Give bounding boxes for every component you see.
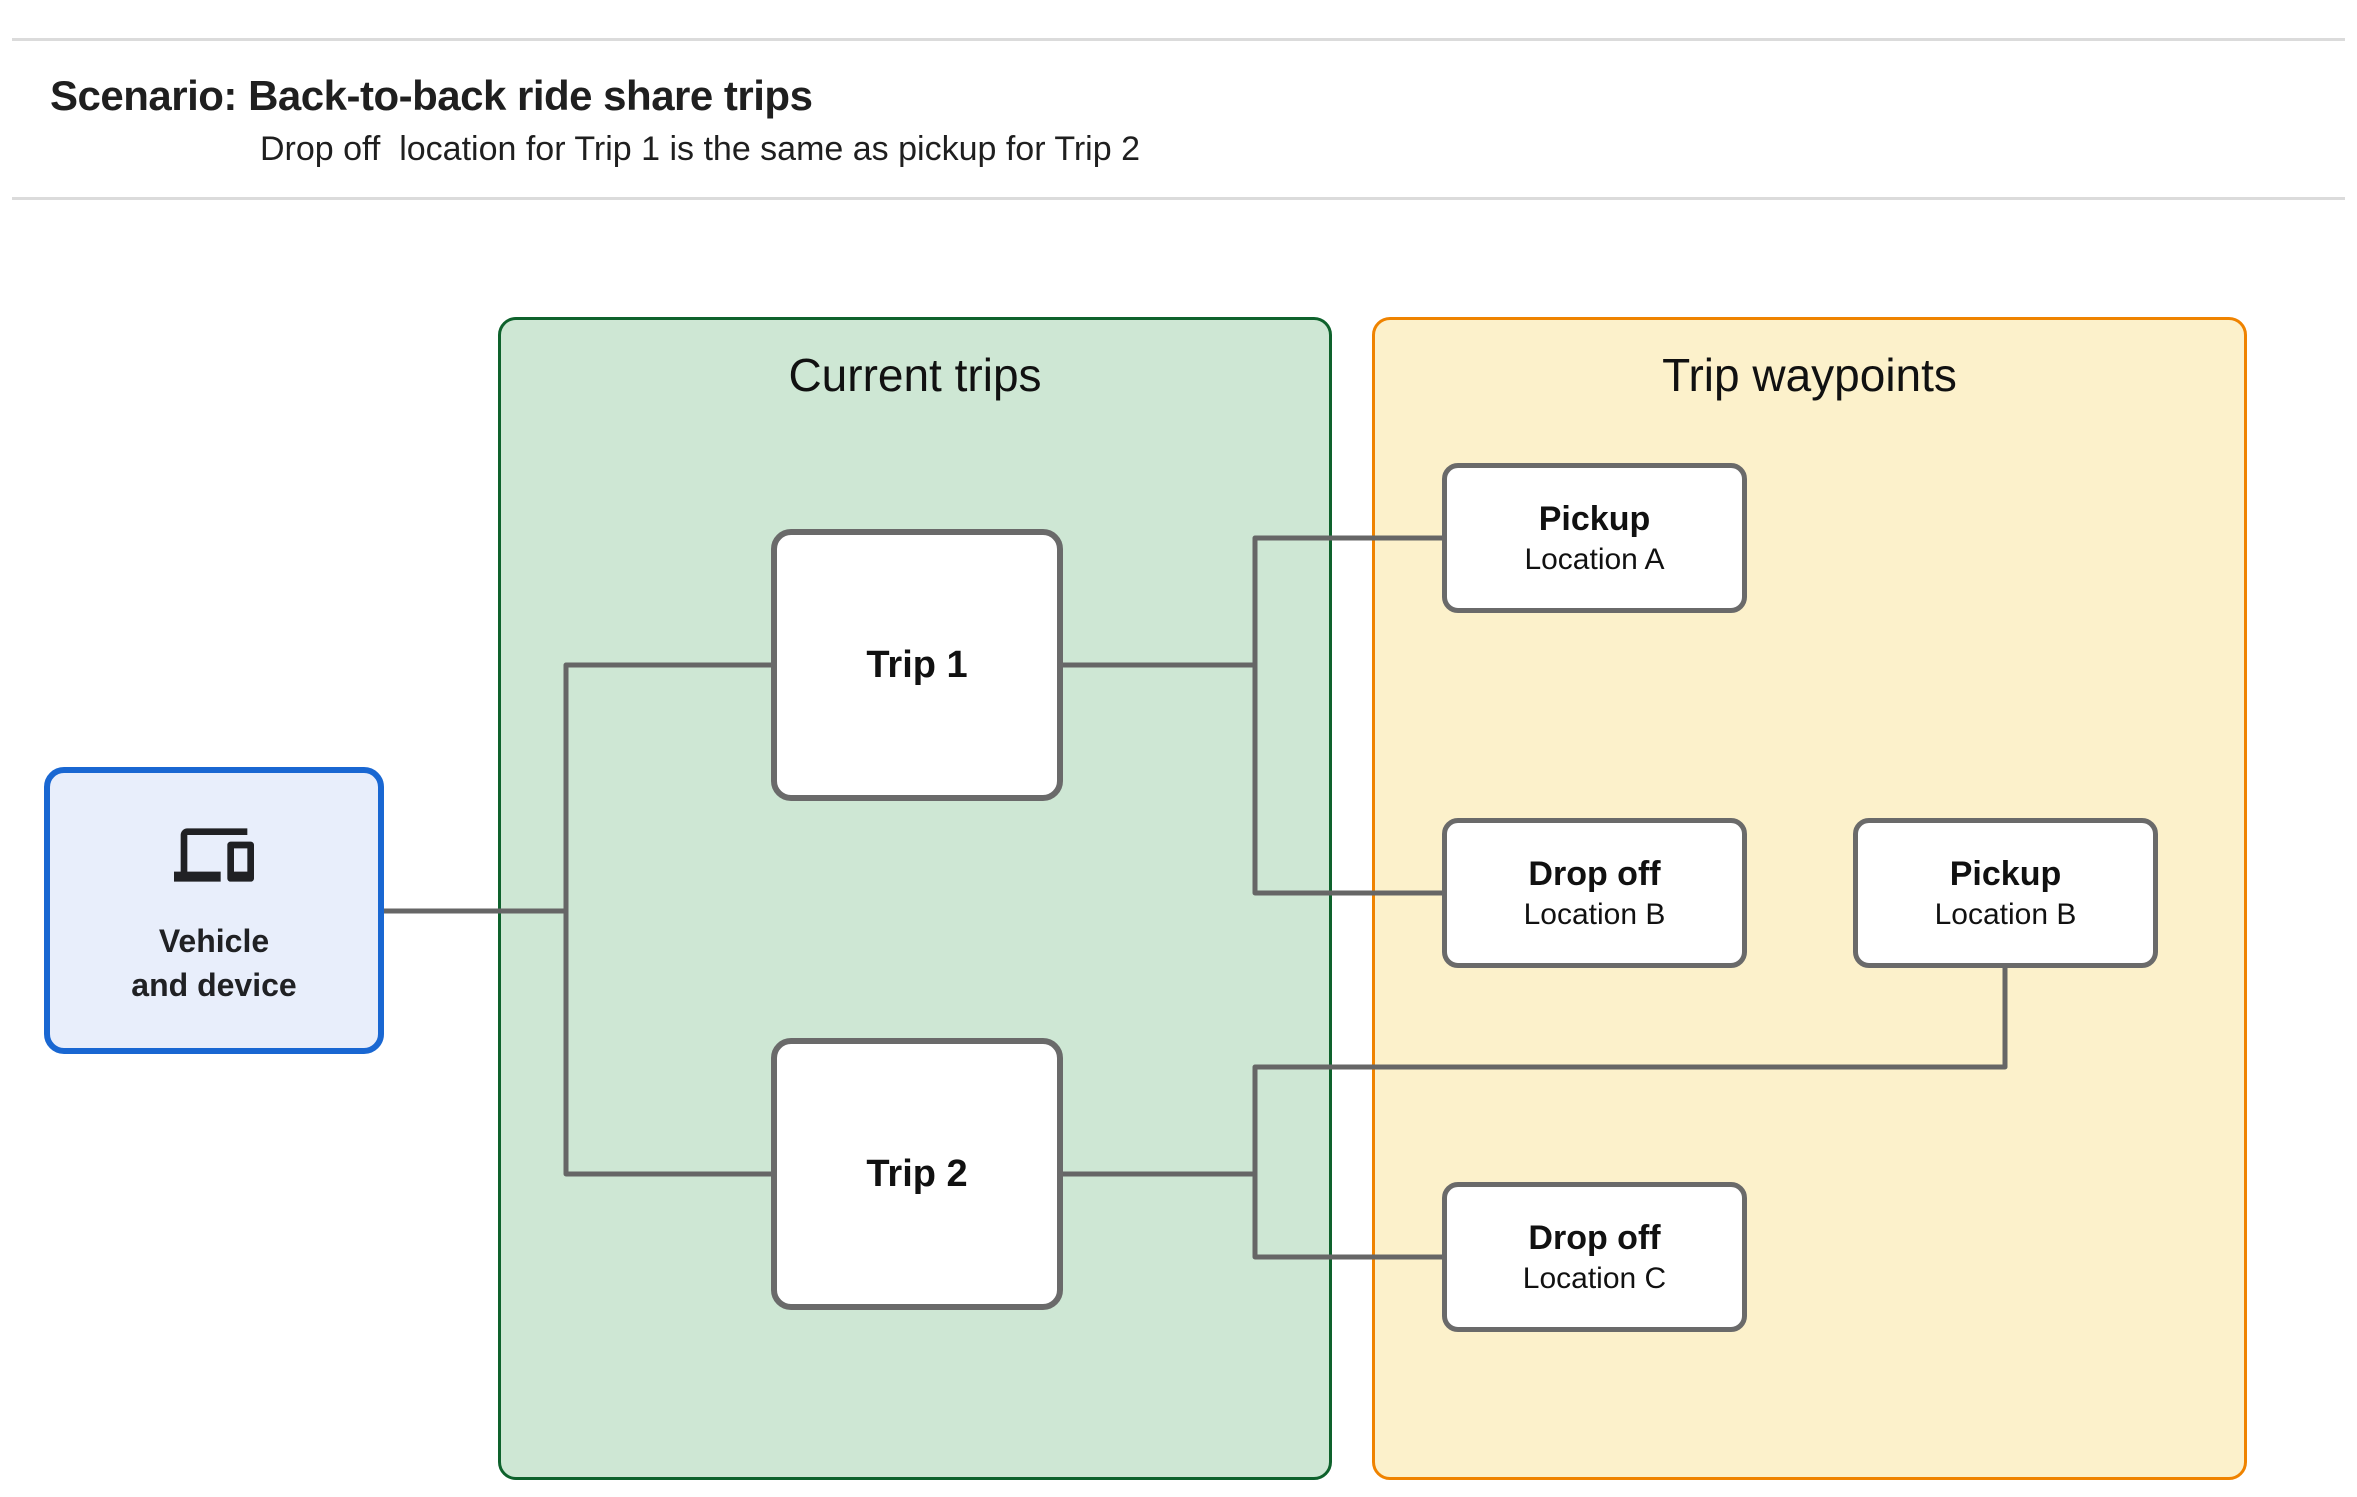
header-divider-bottom — [12, 197, 2345, 200]
waypoint-pickup-location-a: Pickup Location A — [1442, 463, 1747, 613]
waypoint-title: Pickup — [1949, 855, 2062, 893]
waypoint-title: Drop off — [1528, 855, 1661, 893]
vehicle-label: Vehicle and device — [131, 919, 296, 1007]
trip2-label: Trip 2 — [866, 1152, 968, 1195]
trip1-label: Trip 1 — [866, 643, 968, 686]
vehicle-label-line1: Vehicle — [158, 922, 270, 959]
waypoint-dropoff-location-b: Drop off Location B — [1442, 818, 1747, 968]
waypoint-subtitle: Location B — [1523, 897, 1666, 931]
scenario-subtitle: Drop off location for Trip 1 is the same… — [260, 130, 1140, 168]
waypoint-subtitle: Location C — [1522, 1261, 1667, 1295]
panel-trip-waypoints-title: Trip waypoints — [1662, 349, 1957, 401]
waypoint-title: Drop off — [1528, 1219, 1661, 1257]
scenario-title: Scenario: Back-to-back ride share trips — [50, 72, 813, 119]
vehicle-label-line2: and device — [131, 966, 297, 1003]
vehicle-node: Vehicle and device — [44, 767, 384, 1054]
waypoint-subtitle: Location B — [1934, 897, 2077, 931]
waypoint-pickup-location-b: Pickup Location B — [1853, 818, 2158, 968]
panel-current-trips-title: Current trips — [788, 349, 1042, 401]
waypoint-dropoff-location-c: Drop off Location C — [1442, 1182, 1747, 1332]
waypoint-title: Pickup — [1538, 500, 1651, 538]
header-divider-top — [12, 38, 2345, 41]
trip2-node: Trip 2 — [771, 1038, 1063, 1310]
waypoint-subtitle: Location A — [1524, 542, 1665, 576]
devices-icon — [174, 815, 254, 895]
trip1-node: Trip 1 — [771, 529, 1063, 801]
